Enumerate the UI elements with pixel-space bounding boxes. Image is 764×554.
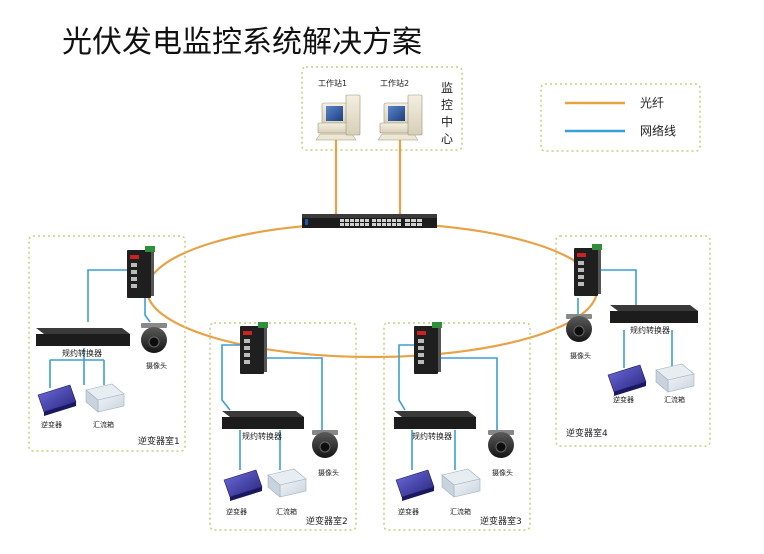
monitor-center-char-1: 监	[441, 81, 453, 95]
room-box-1	[28, 235, 186, 452]
monitor-center-char-2: 控	[441, 98, 453, 112]
legend-network-label: 网络线	[640, 123, 676, 138]
camera-4[interactable]: 摄像头	[566, 314, 592, 360]
network-lines	[49, 269, 673, 470]
protocol-converter-2[interactable]: 规约转换器	[222, 411, 304, 441]
combiner-box-1-label: 汇流箱	[93, 420, 114, 429]
room-2-label: 逆变器室2	[306, 515, 348, 527]
monitor-center-char-3: 中	[441, 114, 453, 129]
monitor-center-char-4: 心	[441, 132, 453, 146]
camera-2[interactable]: 摄像头	[312, 430, 339, 477]
industrial-switch-2[interactable]	[240, 322, 268, 374]
camera-4-label: 摄像头	[570, 351, 591, 360]
inverter-4[interactable]: 逆变器	[607, 364, 647, 404]
workstation-1-label: 工作站1	[318, 78, 347, 88]
combiner-box-2[interactable]: 汇流箱	[267, 468, 307, 516]
protocol-converter-4-label: 规约转换器	[630, 325, 670, 335]
workstation-2-label: 工作站2	[380, 78, 409, 88]
inverter-3[interactable]: 逆变器	[395, 469, 435, 516]
combiner-box-1[interactable]: 汇流箱	[85, 383, 125, 429]
industrial-switch-1[interactable]	[127, 246, 155, 298]
protocol-converter-2-label: 规约转换器	[242, 431, 282, 441]
legend: 光纤 网络线	[540, 83, 701, 152]
legend-fiber-label: 光纤	[640, 96, 664, 110]
camera-3-label: 摄像头	[492, 468, 513, 477]
protocol-converter-1[interactable]: 规约转换器	[36, 328, 130, 358]
inverter-1[interactable]: 逆变器	[37, 384, 77, 429]
combiner-box-3-label: 汇流箱	[450, 507, 471, 516]
workstation-2[interactable]: 工作站2	[377, 78, 423, 141]
combiner-box-4[interactable]: 汇流箱	[655, 363, 695, 404]
industrial-switch-3[interactable]	[414, 322, 442, 374]
room-4-label: 逆变器室4	[566, 427, 608, 439]
protocol-converter-3[interactable]: 规约转换器	[394, 411, 476, 441]
camera-2-label: 摄像头	[318, 468, 339, 477]
room-3-label: 逆变器室3	[480, 515, 522, 527]
monitor-center-box	[301, 66, 463, 151]
camera-1-label: 摄像头	[146, 361, 167, 370]
rack-switch-icon[interactable]	[302, 214, 437, 228]
protocol-converter-1-label: 规约转换器	[62, 348, 102, 358]
camera-1[interactable]: 摄像头	[141, 323, 167, 370]
combiner-box-3[interactable]: 汇流箱	[441, 468, 481, 516]
inverter-3-label: 逆变器	[398, 507, 419, 516]
protocol-converter-4[interactable]: 规约转换器	[610, 305, 698, 335]
workstation-1[interactable]: 工作站1	[315, 78, 361, 141]
inverter-2[interactable]: 逆变器	[223, 469, 263, 516]
inverter-4-label: 逆变器	[613, 395, 634, 404]
industrial-switch-4[interactable]	[574, 244, 602, 296]
room-1-label: 逆变器室1	[138, 435, 180, 447]
monitor-center-label: 监 控 中 心	[441, 81, 457, 146]
protocol-converter-3-label: 规约转换器	[412, 431, 452, 441]
combiner-box-2-label: 汇流箱	[276, 507, 297, 516]
inverter-2-label: 逆变器	[226, 507, 247, 516]
fiber-ring	[145, 221, 599, 359]
camera-3[interactable]: 摄像头	[488, 430, 514, 477]
inverter-1-label: 逆变器	[41, 420, 62, 429]
page-title: 光伏发电监控系统解决方案	[62, 25, 422, 60]
combiner-box-4-label: 汇流箱	[664, 395, 685, 404]
